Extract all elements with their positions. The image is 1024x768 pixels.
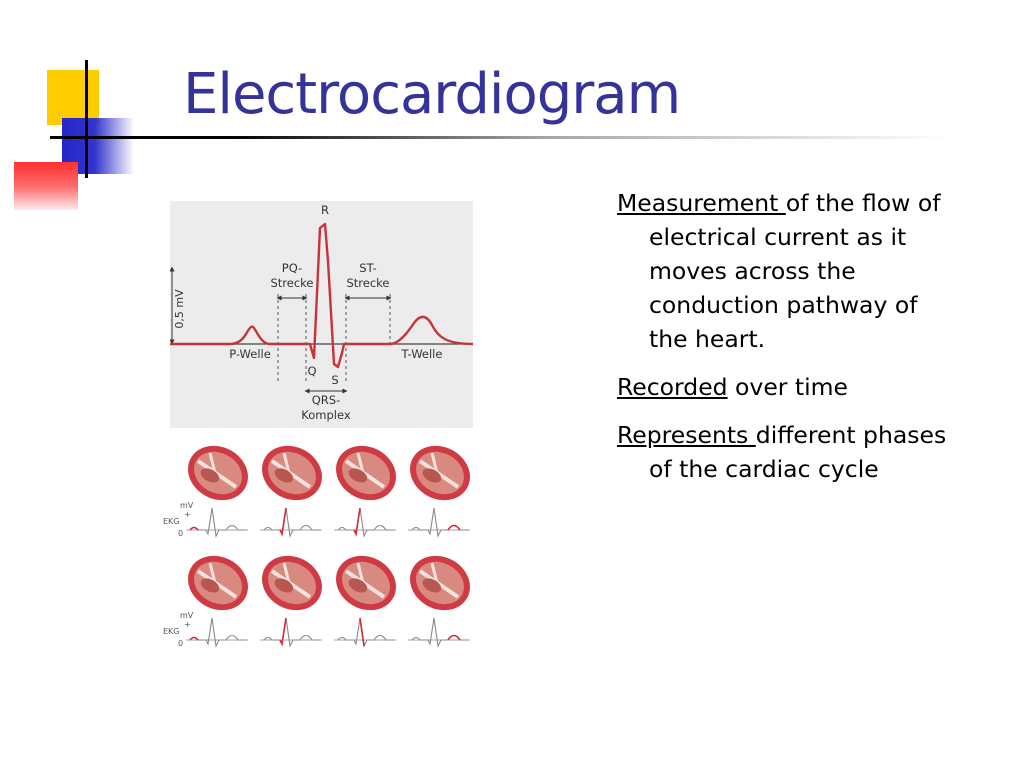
heart-conduction-figure: mV + EKG 0 mV + EKG 0: [162, 440, 480, 652]
label-qrs-1: QRS-: [312, 393, 341, 407]
label-pq-1: PQ-: [282, 261, 302, 275]
svg-text:0: 0: [178, 529, 183, 538]
decor-horizontal-line: [50, 136, 950, 139]
decor-vertical-line: [85, 60, 88, 178]
mini-ecg-trace: [334, 507, 396, 538]
bullet-item-1: Measurement of the flow of electrical cu…: [617, 189, 941, 353]
ecg-trace: [170, 222, 473, 369]
svg-text:+: +: [184, 620, 191, 629]
bullet-list: Measurement of the flow of electrical cu…: [617, 186, 947, 500]
ekg-axis-labels-row-2: mV + EKG 0: [163, 611, 194, 648]
label-pq-2: Strecke: [270, 276, 313, 290]
svg-text:mV: mV: [180, 611, 194, 620]
ecg-waveform-figure: 0,5 mV R Q S PQ- Strecke ST- Strecke P-W…: [170, 201, 473, 428]
bullet-item-3: Represents different phases of the cardi…: [617, 421, 947, 483]
interval-guides: [277, 294, 391, 384]
svg-text:+: +: [184, 510, 191, 519]
mini-ecg-trace: [260, 507, 322, 538]
mini-ecg-trace: [260, 617, 322, 648]
mini-ecg-trace: [186, 617, 248, 648]
mini-ecg-trace: [186, 507, 248, 538]
amplitude-label: 0,5 mV: [173, 289, 186, 329]
heart-diagram: [410, 445, 470, 501]
heart-diagram: [262, 555, 322, 611]
mini-ecg-trace: [408, 617, 470, 648]
svg-text:EKG: EKG: [163, 627, 180, 636]
heart-diagram: [262, 445, 322, 501]
heart-diagram: [336, 445, 396, 501]
heart-diagram: [410, 555, 470, 611]
label-q: Q: [307, 364, 316, 378]
mini-ecg-trace: [408, 507, 470, 538]
decor-yellow-square: [47, 70, 99, 125]
heart-diagram: [188, 445, 248, 501]
svg-text:mV: mV: [180, 501, 194, 510]
label-st-1: ST-: [359, 261, 376, 275]
slide-title: Electrocardiogram: [183, 62, 681, 127]
svg-text:EKG: EKG: [163, 517, 180, 526]
bullet-item-2: Recorded over time: [617, 373, 849, 401]
decor-red-square: [14, 162, 78, 210]
heart-diagram: [188, 555, 248, 611]
label-r: R: [321, 203, 329, 217]
mini-ecg-trace: [334, 617, 396, 648]
label-s: S: [331, 373, 338, 387]
label-qrs-2: Komplex: [301, 408, 351, 422]
label-t-wave: T-Welle: [401, 347, 443, 361]
heart-diagram: [336, 555, 396, 611]
svg-text:0: 0: [178, 639, 183, 648]
label-p-wave: P-Welle: [229, 347, 271, 361]
label-st-2: Strecke: [346, 276, 389, 290]
ekg-axis-labels-row-1: mV + EKG 0: [163, 501, 194, 538]
